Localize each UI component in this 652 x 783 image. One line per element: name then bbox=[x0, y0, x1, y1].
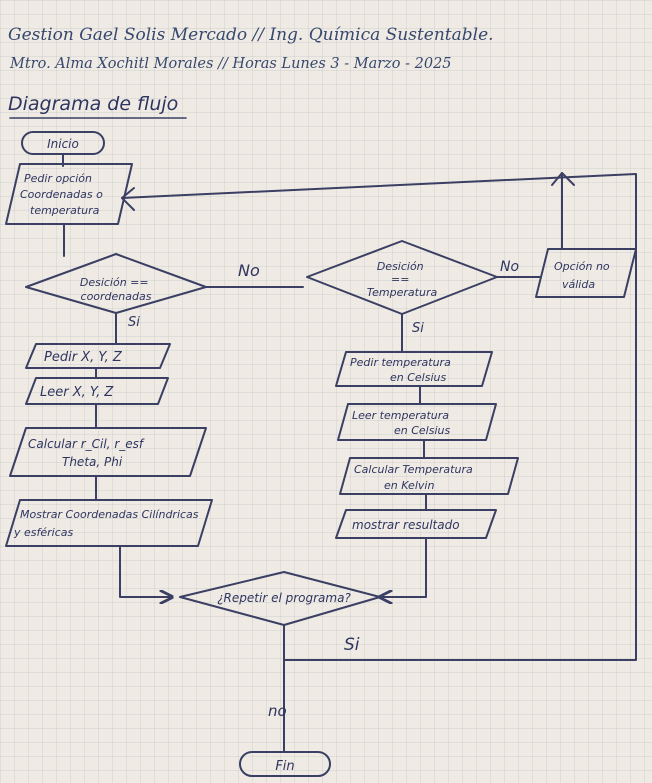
coords-step-3-label: Calcular r_Cil, r_esf Theta, Phi bbox=[28, 437, 147, 469]
loop-back-line bbox=[121, 173, 637, 661]
arrow-coords-to-repeat bbox=[119, 545, 172, 597]
end-label: Fin bbox=[275, 759, 294, 774]
coords-step-3-box bbox=[9, 427, 207, 477]
temp-step-1-label: Pedir temperatura en Celsius bbox=[350, 356, 454, 384]
coords-step-4-box bbox=[5, 499, 213, 547]
coords-step-2-label: Leer X, Y, Z bbox=[40, 385, 114, 400]
decision-temp-label: Desición == Temperatura bbox=[367, 260, 438, 299]
arrow-head-loop-back bbox=[121, 187, 135, 211]
end-terminal bbox=[239, 751, 331, 777]
decision-coords-label: Desición == coordenadas bbox=[80, 276, 152, 303]
label-no-1: No bbox=[238, 261, 260, 280]
section-title: Diagrama de flujo bbox=[8, 93, 178, 115]
invalid-option-label: Opción no válida bbox=[554, 260, 613, 291]
arrow-temp-to-repeat bbox=[380, 537, 427, 597]
label-si-repeat: Si bbox=[344, 635, 360, 655]
temp-step-1-box bbox=[335, 351, 493, 387]
arrow-head-invalid-up bbox=[551, 172, 575, 186]
label-no-repeat: no bbox=[268, 702, 287, 720]
temp-step-3-label: Calcular Temperatura en Kelvin bbox=[354, 463, 476, 492]
label-si-2: Si bbox=[412, 321, 424, 336]
coords-step-4-label: Mostrar Coordenadas Cilíndricas y esféri… bbox=[13, 508, 202, 539]
header-line-2: Mtro. Alma Xochitl Morales // Horas Lune… bbox=[9, 56, 452, 72]
invalid-option-box bbox=[535, 248, 637, 298]
temp-step-4-box bbox=[335, 509, 497, 539]
coords-step-1-label: Pedir X, Y, Z bbox=[44, 350, 123, 365]
start-label: Inicio bbox=[47, 137, 79, 151]
ask-option-label: Pedir opción Coordenadas o temperatura bbox=[20, 172, 106, 217]
label-si-1: Si bbox=[128, 315, 140, 330]
temp-step-3-box bbox=[339, 457, 519, 495]
temp-step-2-label: Leer temperatura en Celsius bbox=[352, 409, 453, 437]
coords-step-1-box bbox=[25, 343, 171, 369]
coords-step-2-box bbox=[25, 377, 169, 405]
label-no-2: No bbox=[500, 259, 519, 275]
temp-step-2-box bbox=[337, 403, 497, 441]
decision-repeat-label: ¿Repetir el programa? bbox=[217, 591, 351, 605]
header-line-1: Gestion Gael Solis Mercado // Ing. Quími… bbox=[8, 25, 494, 45]
ask-option-box bbox=[5, 163, 133, 225]
temp-step-4-label: mostrar resultado bbox=[352, 518, 460, 532]
